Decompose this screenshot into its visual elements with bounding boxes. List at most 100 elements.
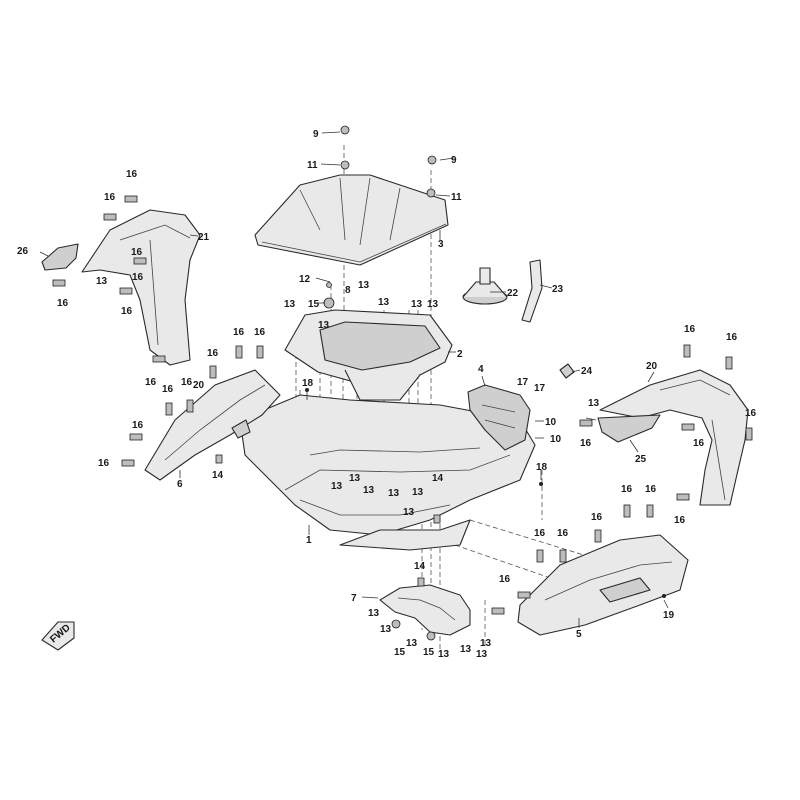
callout-16: 16 — [132, 420, 144, 431]
callout-17: 17 — [534, 383, 546, 394]
part-2-storage-tray — [284, 309, 453, 401]
part-1-main-body — [239, 394, 536, 551]
callout-13: 13 — [358, 280, 370, 291]
callout-14: 14 — [212, 470, 224, 481]
callout-7: 7 — [351, 593, 357, 604]
callout-13: 13 — [460, 644, 472, 655]
callout-11: 11 — [451, 192, 462, 203]
callout-16: 16 — [181, 377, 193, 388]
callout-16: 16 — [726, 332, 738, 343]
callout-13: 13 — [368, 608, 380, 619]
callout-16: 16 — [745, 408, 757, 419]
callout-13: 13 — [480, 638, 492, 649]
callout-13: 13 — [438, 649, 450, 660]
callout-9: 9 — [313, 129, 319, 140]
callout-16: 16 — [57, 298, 69, 309]
callout-16: 16 — [132, 272, 144, 283]
callout-15: 15 — [394, 647, 406, 658]
callout-2: 2 — [457, 349, 463, 360]
callout-13: 13 — [96, 276, 108, 287]
callout-15: 15 — [308, 299, 320, 310]
callout-15: 15 — [423, 647, 435, 658]
callout-16: 16 — [104, 192, 116, 203]
callout-10: 10 — [550, 434, 562, 445]
callout-13: 13 — [476, 649, 488, 660]
callout-17: 17 — [517, 377, 529, 388]
callout-9: 9 — [451, 155, 457, 166]
callout-16: 16 — [645, 484, 657, 495]
callout-22: 22 — [507, 288, 519, 299]
callout-leaders — [39, 131, 669, 628]
callout-16: 16 — [684, 324, 696, 335]
part-26-bracket — [41, 243, 79, 271]
callout-5: 5 — [576, 629, 582, 640]
callout-1: 1 — [306, 535, 312, 546]
callout-13: 13 — [403, 507, 415, 518]
part-23-strip — [521, 259, 543, 323]
callout-13: 13 — [411, 299, 423, 310]
part-24-clip — [559, 363, 575, 379]
callout-16: 16 — [693, 438, 705, 449]
callout-16: 16 — [98, 458, 110, 469]
callout-4: 4 — [478, 364, 484, 375]
callout-26: 26 — [17, 246, 29, 257]
callout-18: 18 — [536, 462, 548, 473]
callout-13: 13 — [406, 638, 418, 649]
callout-16: 16 — [674, 515, 686, 526]
callout-16: 16 — [233, 327, 245, 338]
callout-11: 11 — [307, 160, 318, 171]
part-22-funnel — [462, 267, 508, 305]
part-25-bracket — [597, 414, 661, 443]
callout-16: 16 — [534, 528, 546, 539]
callout-13: 13 — [380, 624, 392, 635]
callout-16: 16 — [207, 348, 219, 359]
part-3-top-cover — [254, 174, 449, 266]
callout-23: 23 — [552, 284, 564, 295]
callout-13: 13 — [412, 487, 424, 498]
part-4-center-panel — [467, 384, 531, 451]
callout-16: 16 — [131, 247, 143, 258]
part-5-right-footrest — [517, 534, 689, 636]
callout-20: 20 — [193, 380, 205, 391]
callout-16: 16 — [121, 306, 133, 317]
callout-16: 16 — [621, 484, 633, 495]
callout-13: 13 — [363, 485, 375, 496]
callout-14: 14 — [432, 473, 444, 484]
callout-16: 16 — [557, 528, 569, 539]
callout-14: 14 — [414, 561, 426, 572]
part-6-left-side-panel — [144, 369, 281, 481]
callout-labels: 9 9 11 11 3 12 8 15 2 22 23 26 21 20 20 … — [17, 129, 757, 660]
callout-16: 16 — [162, 384, 174, 395]
part-20-right-fender — [599, 369, 749, 506]
callout-25: 25 — [635, 454, 647, 465]
callout-13: 13 — [427, 299, 439, 310]
callout-13: 13 — [331, 481, 343, 492]
callout-13: 13 — [318, 320, 330, 331]
callout-12: 12 — [299, 274, 311, 285]
fwd-direction-arrow: FWD — [41, 621, 75, 651]
callout-16: 16 — [126, 169, 138, 180]
callout-21: 21 — [198, 232, 210, 243]
callout-13: 13 — [349, 473, 361, 484]
callout-16: 16 — [580, 438, 592, 449]
callout-16: 16 — [591, 512, 603, 523]
callout-24: 24 — [581, 366, 593, 377]
fastener-screws — [52, 195, 753, 615]
callout-16: 16 — [499, 574, 511, 585]
callout-13: 13 — [378, 297, 390, 308]
callout-6: 6 — [177, 479, 183, 490]
callout-16: 16 — [145, 377, 157, 388]
callout-8: 8 — [345, 285, 351, 296]
callout-20: 20 — [646, 361, 658, 372]
callout-19: 19 — [663, 610, 675, 621]
callout-10: 10 — [545, 417, 557, 428]
callout-3: 3 — [438, 239, 444, 250]
callout-18: 18 — [302, 378, 314, 389]
callout-13: 13 — [588, 398, 600, 409]
callout-16: 16 — [254, 327, 266, 338]
callout-13: 13 — [284, 299, 296, 310]
callout-13: 13 — [388, 488, 400, 499]
part-21-left-fender — [81, 209, 201, 366]
